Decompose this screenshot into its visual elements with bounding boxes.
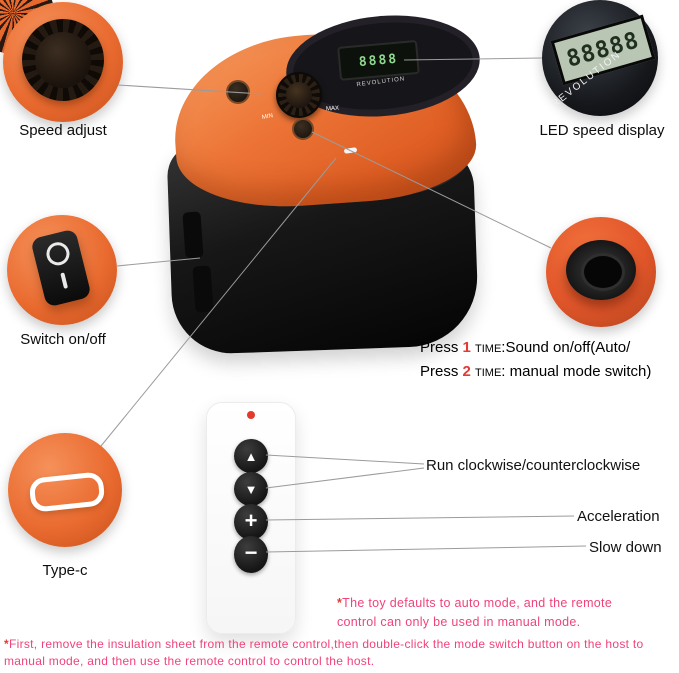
press-word: Press <box>420 339 459 356</box>
asterisk: * <box>337 596 343 610</box>
auto-mode-note: *The toy defaults to auto mode, and the … <box>337 594 643 633</box>
rocker-switch-icon <box>30 228 92 308</box>
lcd-screen-icon: 88888 <box>550 14 656 86</box>
asterisk: * <box>4 637 9 651</box>
device-mode-button <box>292 118 314 140</box>
device-power-button <box>226 80 250 104</box>
acceleration-label: Acceleration <box>577 508 660 525</box>
press-count: 2 <box>462 363 471 380</box>
press-line-1: Press 1 time:Sound on/off(Auto/ <box>420 336 679 360</box>
power-switch-photo <box>7 215 117 325</box>
remote-up-button: ▲ <box>234 439 268 473</box>
mode-button-photo <box>546 217 656 327</box>
setup-note-text: First, remove the insulation sheet from … <box>4 637 644 669</box>
run-direction-label: Run clockwise/counterclockwise <box>426 457 641 474</box>
device-photo: 8888 REVOLUTION MIN MAX <box>166 7 498 359</box>
mode-button-icon <box>566 240 636 300</box>
mode-button-instructions: Press 1 time:Sound on/off(Auto/ Press 2 … <box>420 336 679 384</box>
usb-c-connector-icon <box>28 471 106 513</box>
device-lcd-digits: 8888 <box>358 51 399 70</box>
power-switch-label: Switch on/off <box>20 331 106 348</box>
remote-led-indicator <box>247 411 255 419</box>
slow-down-label: Slow down <box>589 539 662 556</box>
remote-plus-button: + <box>234 504 268 540</box>
device-clip <box>192 265 214 313</box>
down-triangle-icon: ▼ <box>244 481 258 497</box>
press-line-2: Press 2 time: manual mode switch) <box>420 360 679 384</box>
speed-knob-icon <box>22 19 104 101</box>
device-speed-knob-cap <box>286 82 312 108</box>
press-count: 1 <box>462 339 471 356</box>
type-c-photo <box>8 433 122 547</box>
remote-down-button: ▼ <box>234 472 268 506</box>
up-triangle-icon: ▲ <box>244 448 258 464</box>
remote-minus-button: − <box>234 536 268 573</box>
switch-on-symbol <box>60 272 69 289</box>
led-display-label: LED speed display <box>539 122 665 139</box>
press-result: Sound on/off(Auto/ <box>505 339 631 356</box>
remote-control: ▲ ▼ + − <box>206 402 296 634</box>
speed-knob-cap <box>35 32 91 88</box>
speed-adjust-label: Speed adjust <box>19 122 107 139</box>
minus-icon: − <box>244 540 258 565</box>
device-speed-knob <box>276 72 322 118</box>
press-time-word: time: <box>475 339 506 356</box>
auto-mode-note-text: The toy defaults to auto mode, and the r… <box>337 596 613 630</box>
mode-button-center <box>581 253 625 291</box>
led-display-photo: 88888 REVOLUTION <box>542 0 658 116</box>
press-time-word: time: <box>475 363 506 380</box>
switch-off-symbol <box>43 239 72 268</box>
plus-icon: + <box>244 508 258 533</box>
press-result: manual mode switch) <box>505 363 652 380</box>
speed-adjust-photo <box>3 2 123 122</box>
device-clip <box>182 211 204 259</box>
press-word: Press <box>420 363 459 380</box>
device-max-label: MAX <box>325 105 340 113</box>
type-c-label: Type-c <box>42 562 88 579</box>
device-lcd: 8888 <box>337 39 420 81</box>
setup-note: *First, remove the insulation sheet from… <box>4 636 664 671</box>
